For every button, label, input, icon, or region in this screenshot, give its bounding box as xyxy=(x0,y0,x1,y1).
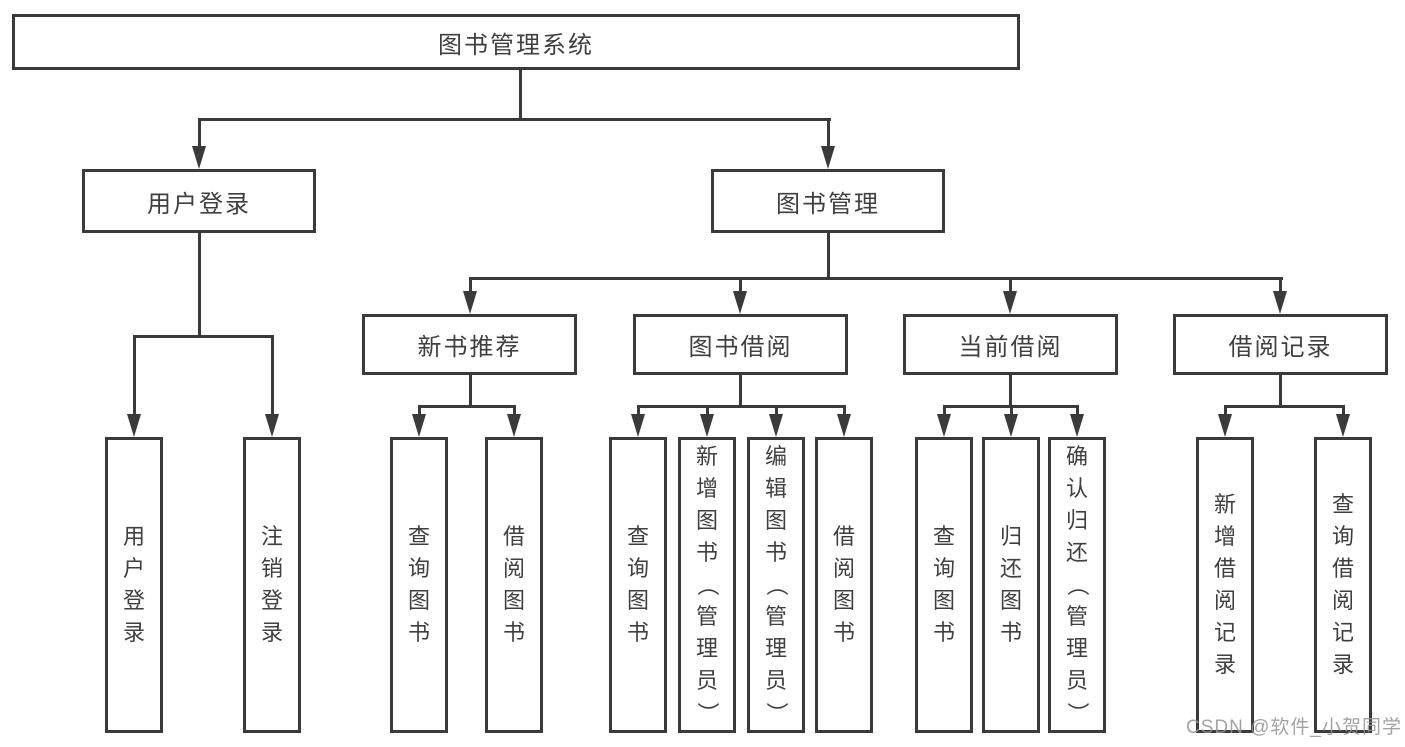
connector-root-drop-left xyxy=(197,118,201,152)
connector-recommend-drop-1 xyxy=(417,405,421,417)
leaf-borrow-books-recommend: 借阅图书 xyxy=(485,437,543,733)
leaf-query-books-recommend-label: 查询图书 xyxy=(407,524,430,645)
connector-recommend-split xyxy=(417,405,516,408)
connector-bookborrow-stem xyxy=(738,375,742,405)
connector-bookborrow-drop-1 xyxy=(636,405,640,417)
node-new-book-recommend-label: 新书推荐 xyxy=(417,334,522,361)
connector-currentborrow-drop-2 xyxy=(1009,405,1013,417)
node-book-borrow: 图书借阅 xyxy=(633,314,848,375)
connector-bookborrow-split xyxy=(636,405,846,408)
leaf-user-login-label: 用户登录 xyxy=(122,524,145,645)
arrowhead-down-icon xyxy=(1273,291,1287,314)
connector-currentborrow-drop-1 xyxy=(942,405,946,417)
leaf-confirm-return-admin-label: 确认归还（管理员） xyxy=(1064,444,1090,725)
node-borrow-records-label: 借阅记录 xyxy=(1228,334,1333,361)
arrowhead-down-icon xyxy=(837,414,851,437)
connector-root-drop-right xyxy=(826,118,830,152)
leaf-logout: 注销登录 xyxy=(243,437,301,733)
leaf-return-book-label: 归还图书 xyxy=(999,524,1022,645)
arrowhead-down-icon xyxy=(733,291,747,314)
arrowhead-down-icon xyxy=(1070,414,1084,437)
leaf-add-book-admin: 新增图书（管理员） xyxy=(678,437,736,733)
connector-recommend-stem xyxy=(468,375,472,405)
connector-userlogin-drop-1 xyxy=(132,335,136,417)
connector-bookmgmt-drop-3 xyxy=(1008,277,1012,295)
arrowhead-down-icon xyxy=(127,414,141,437)
leaf-logout-label: 注销登录 xyxy=(260,524,283,645)
node-root: 图书管理系统 xyxy=(12,14,1020,70)
connector-bookmgmt-stem xyxy=(826,233,830,277)
leaf-query-books-borrow: 查询图书 xyxy=(609,437,667,733)
connector-userlogin-split xyxy=(132,335,274,338)
arrowhead-down-icon xyxy=(631,414,645,437)
leaf-query-books-borrow-label: 查询图书 xyxy=(626,524,649,645)
connector-root-split xyxy=(197,118,831,121)
arrowhead-down-icon xyxy=(769,414,783,437)
leaf-borrow-books-borrow-label: 借阅图书 xyxy=(832,524,855,645)
leaf-edit-book-admin: 编辑图书（管理员） xyxy=(747,437,805,733)
connector-bookmgmt-drop-2 xyxy=(738,277,742,295)
connector-records-split xyxy=(1223,405,1345,408)
leaf-add-borrow-record-label: 新增借阅记录 xyxy=(1213,492,1236,677)
leaf-edit-book-admin-label: 编辑图书（管理员） xyxy=(763,444,789,725)
arrowhead-down-icon xyxy=(1004,414,1018,437)
node-book-management: 图书管理 xyxy=(711,169,945,233)
arrowhead-down-icon xyxy=(821,146,835,169)
arrowhead-down-icon xyxy=(265,414,279,437)
arrowhead-down-icon xyxy=(1218,414,1232,437)
arrowhead-down-icon xyxy=(1003,291,1017,314)
connector-bookmgmt-split xyxy=(468,277,1283,280)
leaf-add-borrow-record: 新增借阅记录 xyxy=(1196,437,1254,733)
connector-records-drop-2 xyxy=(1341,405,1345,417)
connector-bookborrow-drop-2 xyxy=(705,405,709,417)
connector-userlogin-stem xyxy=(197,233,201,335)
connector-currentborrow-drop-3 xyxy=(1075,405,1079,417)
node-borrow-records: 借阅记录 xyxy=(1173,314,1388,375)
connector-userlogin-drop-2 xyxy=(270,335,274,417)
arrowhead-down-icon xyxy=(412,414,426,437)
node-user-login-label: 用户登录 xyxy=(147,190,251,218)
node-user-login: 用户登录 xyxy=(82,169,316,233)
connector-bookmgmt-drop-4 xyxy=(1278,277,1282,295)
leaf-query-borrow-record-label: 查询借阅记录 xyxy=(1331,492,1354,677)
connector-recommend-drop-2 xyxy=(512,405,516,417)
arrowhead-down-icon xyxy=(463,291,477,314)
connector-root-stem xyxy=(518,70,522,118)
leaf-borrow-books-recommend-label: 借阅图书 xyxy=(502,524,525,645)
node-book-borrow-label: 图书借阅 xyxy=(688,334,793,361)
connector-records-drop-1 xyxy=(1223,405,1227,417)
node-current-borrow: 当前借阅 xyxy=(903,314,1118,375)
node-new-book-recommend: 新书推荐 xyxy=(362,314,577,375)
arrowhead-down-icon xyxy=(507,414,521,437)
arrowhead-down-icon xyxy=(700,414,714,437)
connector-bookborrow-drop-3 xyxy=(774,405,778,417)
leaf-query-books-recommend: 查询图书 xyxy=(390,437,448,733)
leaf-query-books-current-label: 查询图书 xyxy=(932,524,955,645)
leaf-user-login: 用户登录 xyxy=(105,437,163,733)
csdn-watermark: CSDN @软件_小贺同学 xyxy=(1186,717,1402,738)
arrowhead-down-icon xyxy=(937,414,951,437)
node-book-management-label: 图书管理 xyxy=(776,190,880,218)
connector-bookborrow-drop-4 xyxy=(842,405,846,417)
node-root-label: 图书管理系统 xyxy=(438,31,594,59)
leaf-return-book: 归还图书 xyxy=(982,437,1040,733)
arrowhead-down-icon xyxy=(192,146,206,169)
leaf-query-books-current: 查询图书 xyxy=(915,437,973,733)
connector-currentborrow-stem xyxy=(1008,375,1012,405)
leaf-add-book-admin-label: 新增图书（管理员） xyxy=(694,444,720,725)
leaf-confirm-return-admin: 确认归还（管理员） xyxy=(1048,437,1106,733)
connector-bookmgmt-drop-1 xyxy=(468,277,472,295)
arrowhead-down-icon xyxy=(1336,414,1350,437)
node-current-borrow-label: 当前借阅 xyxy=(958,334,1063,361)
connector-records-stem xyxy=(1278,375,1282,405)
leaf-borrow-books-borrow: 借阅图书 xyxy=(815,437,873,733)
leaf-query-borrow-record: 查询借阅记录 xyxy=(1314,437,1372,733)
